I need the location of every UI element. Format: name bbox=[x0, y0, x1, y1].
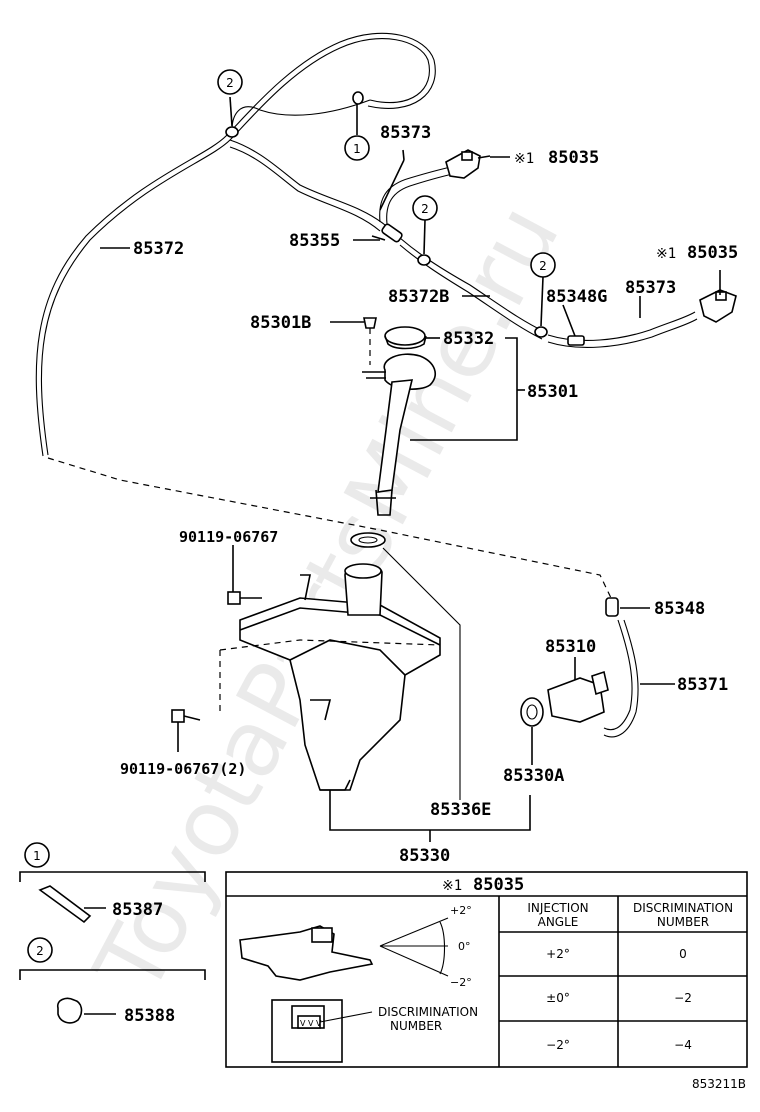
bolt-90119-06767-2 bbox=[171, 709, 201, 723]
label-bolt-90119-06767-2: 90119-06767(2) bbox=[120, 760, 246, 778]
connector-85355 bbox=[371, 223, 403, 243]
label-85348: 85348 bbox=[654, 599, 705, 619]
table-cell-number-0: 0 bbox=[679, 947, 687, 961]
diagram-code: 853211B bbox=[692, 1077, 746, 1091]
detail-box-title: 85035 bbox=[473, 875, 524, 895]
detail-box-mark: ※1 bbox=[442, 878, 462, 894]
label-85348G: 85348G bbox=[546, 287, 607, 307]
label-85388: 85388 bbox=[124, 1006, 175, 1026]
svg-text:2: 2 bbox=[421, 202, 429, 216]
col-header-disc-1: DISCRIMINATION bbox=[633, 901, 733, 915]
label-85301B: 85301B bbox=[250, 313, 311, 333]
label-85372: 85372 bbox=[133, 239, 184, 259]
grommet-85330A bbox=[520, 697, 544, 727]
mark-note-top: ※1 bbox=[514, 151, 534, 167]
disc-label-2: NUMBER bbox=[390, 1019, 442, 1033]
hose-clamp-2-b bbox=[417, 254, 431, 266]
table-cell-angle-2: −2° bbox=[546, 1038, 570, 1052]
label-85332: 85332 bbox=[443, 329, 494, 349]
label-bolt-90119-06767: 90119-06767 bbox=[179, 528, 278, 546]
label-85387: 85387 bbox=[112, 900, 163, 920]
label-85035-right: 85035 bbox=[687, 243, 738, 263]
leader-lines bbox=[100, 96, 721, 842]
disc-label-1: DISCRIMINATION bbox=[378, 1005, 478, 1019]
circle-marker-2-mid: 2 bbox=[412, 195, 438, 221]
svg-text:1: 1 bbox=[33, 849, 41, 863]
hose-85371 bbox=[603, 619, 639, 738]
label-85035-top: 85035 bbox=[548, 148, 599, 168]
label-85330A: 85330A bbox=[503, 766, 564, 786]
svg-text:1: 1 bbox=[353, 142, 361, 156]
hose-clamp-1 bbox=[352, 91, 364, 105]
table-cell-number-2: −4 bbox=[674, 1038, 692, 1052]
table-cell-angle-1: ±0° bbox=[546, 991, 570, 1005]
col-header-angle-1: INJECTION bbox=[527, 901, 588, 915]
angle-down-label: −2° bbox=[450, 976, 472, 989]
label-85373-top: 85373 bbox=[380, 123, 431, 143]
label-85355: 85355 bbox=[289, 231, 340, 251]
nozzle-detail-drawing: +2° 0° −2° V V V DISCRIMINATION NUMBER bbox=[239, 904, 478, 1063]
hose-clamp-2-c bbox=[534, 326, 548, 338]
svg-text:2: 2 bbox=[539, 259, 547, 273]
table-cell-number-1: −2 bbox=[674, 991, 692, 1005]
joint-85348G bbox=[567, 335, 585, 346]
filler-pipe-85301 bbox=[362, 353, 436, 516]
tank-85330 bbox=[219, 563, 441, 791]
label-85371: 85371 bbox=[677, 675, 728, 695]
nozzle-85035-right bbox=[699, 289, 737, 323]
grommet-85336E bbox=[350, 532, 386, 548]
circle-marker-2-right: 2 bbox=[530, 252, 556, 278]
hose-85373-top bbox=[379, 164, 463, 225]
hose-clamp-2-a bbox=[225, 126, 239, 138]
angle-mid-label: 0° bbox=[458, 940, 471, 953]
circle-marker-2-top-left: 2 bbox=[217, 69, 243, 95]
label-85330: 85330 bbox=[399, 846, 450, 866]
label-85372B: 85372B bbox=[388, 287, 449, 307]
col-header-angle-2: ANGLE bbox=[538, 915, 579, 929]
col-header-disc-2: NUMBER bbox=[657, 915, 709, 929]
table-cell-angle-0: +2° bbox=[546, 947, 570, 961]
label-85301: 85301 bbox=[527, 382, 578, 402]
pump-85310 bbox=[547, 670, 609, 723]
label-85310: 85310 bbox=[545, 637, 596, 657]
mark-note-right: ※1 bbox=[656, 246, 676, 262]
cap-85332 bbox=[384, 326, 427, 350]
nozzle-85035-top bbox=[445, 149, 491, 179]
label-85336E: 85336E bbox=[430, 800, 491, 820]
circle-marker-1-top: 1 bbox=[344, 135, 370, 161]
svg-text:V V V: V V V bbox=[300, 1019, 322, 1028]
joint-85348 bbox=[605, 597, 619, 617]
detail-box-85035: ※1 85035 INJECTION ANGLE DISCRIMINATION … bbox=[225, 871, 748, 1068]
angle-up-label: +2° bbox=[450, 904, 472, 917]
svg-text:2: 2 bbox=[226, 76, 234, 90]
svg-text:2: 2 bbox=[36, 944, 44, 958]
legend-item-2: 2 85388 bbox=[19, 937, 206, 1026]
bolt-90119-06767 bbox=[227, 591, 262, 605]
label-85373-right: 85373 bbox=[625, 278, 676, 298]
clip-85301B bbox=[363, 317, 377, 365]
legend-item-1: 1 85387 bbox=[19, 842, 206, 924]
hose-85372 bbox=[35, 32, 613, 601]
